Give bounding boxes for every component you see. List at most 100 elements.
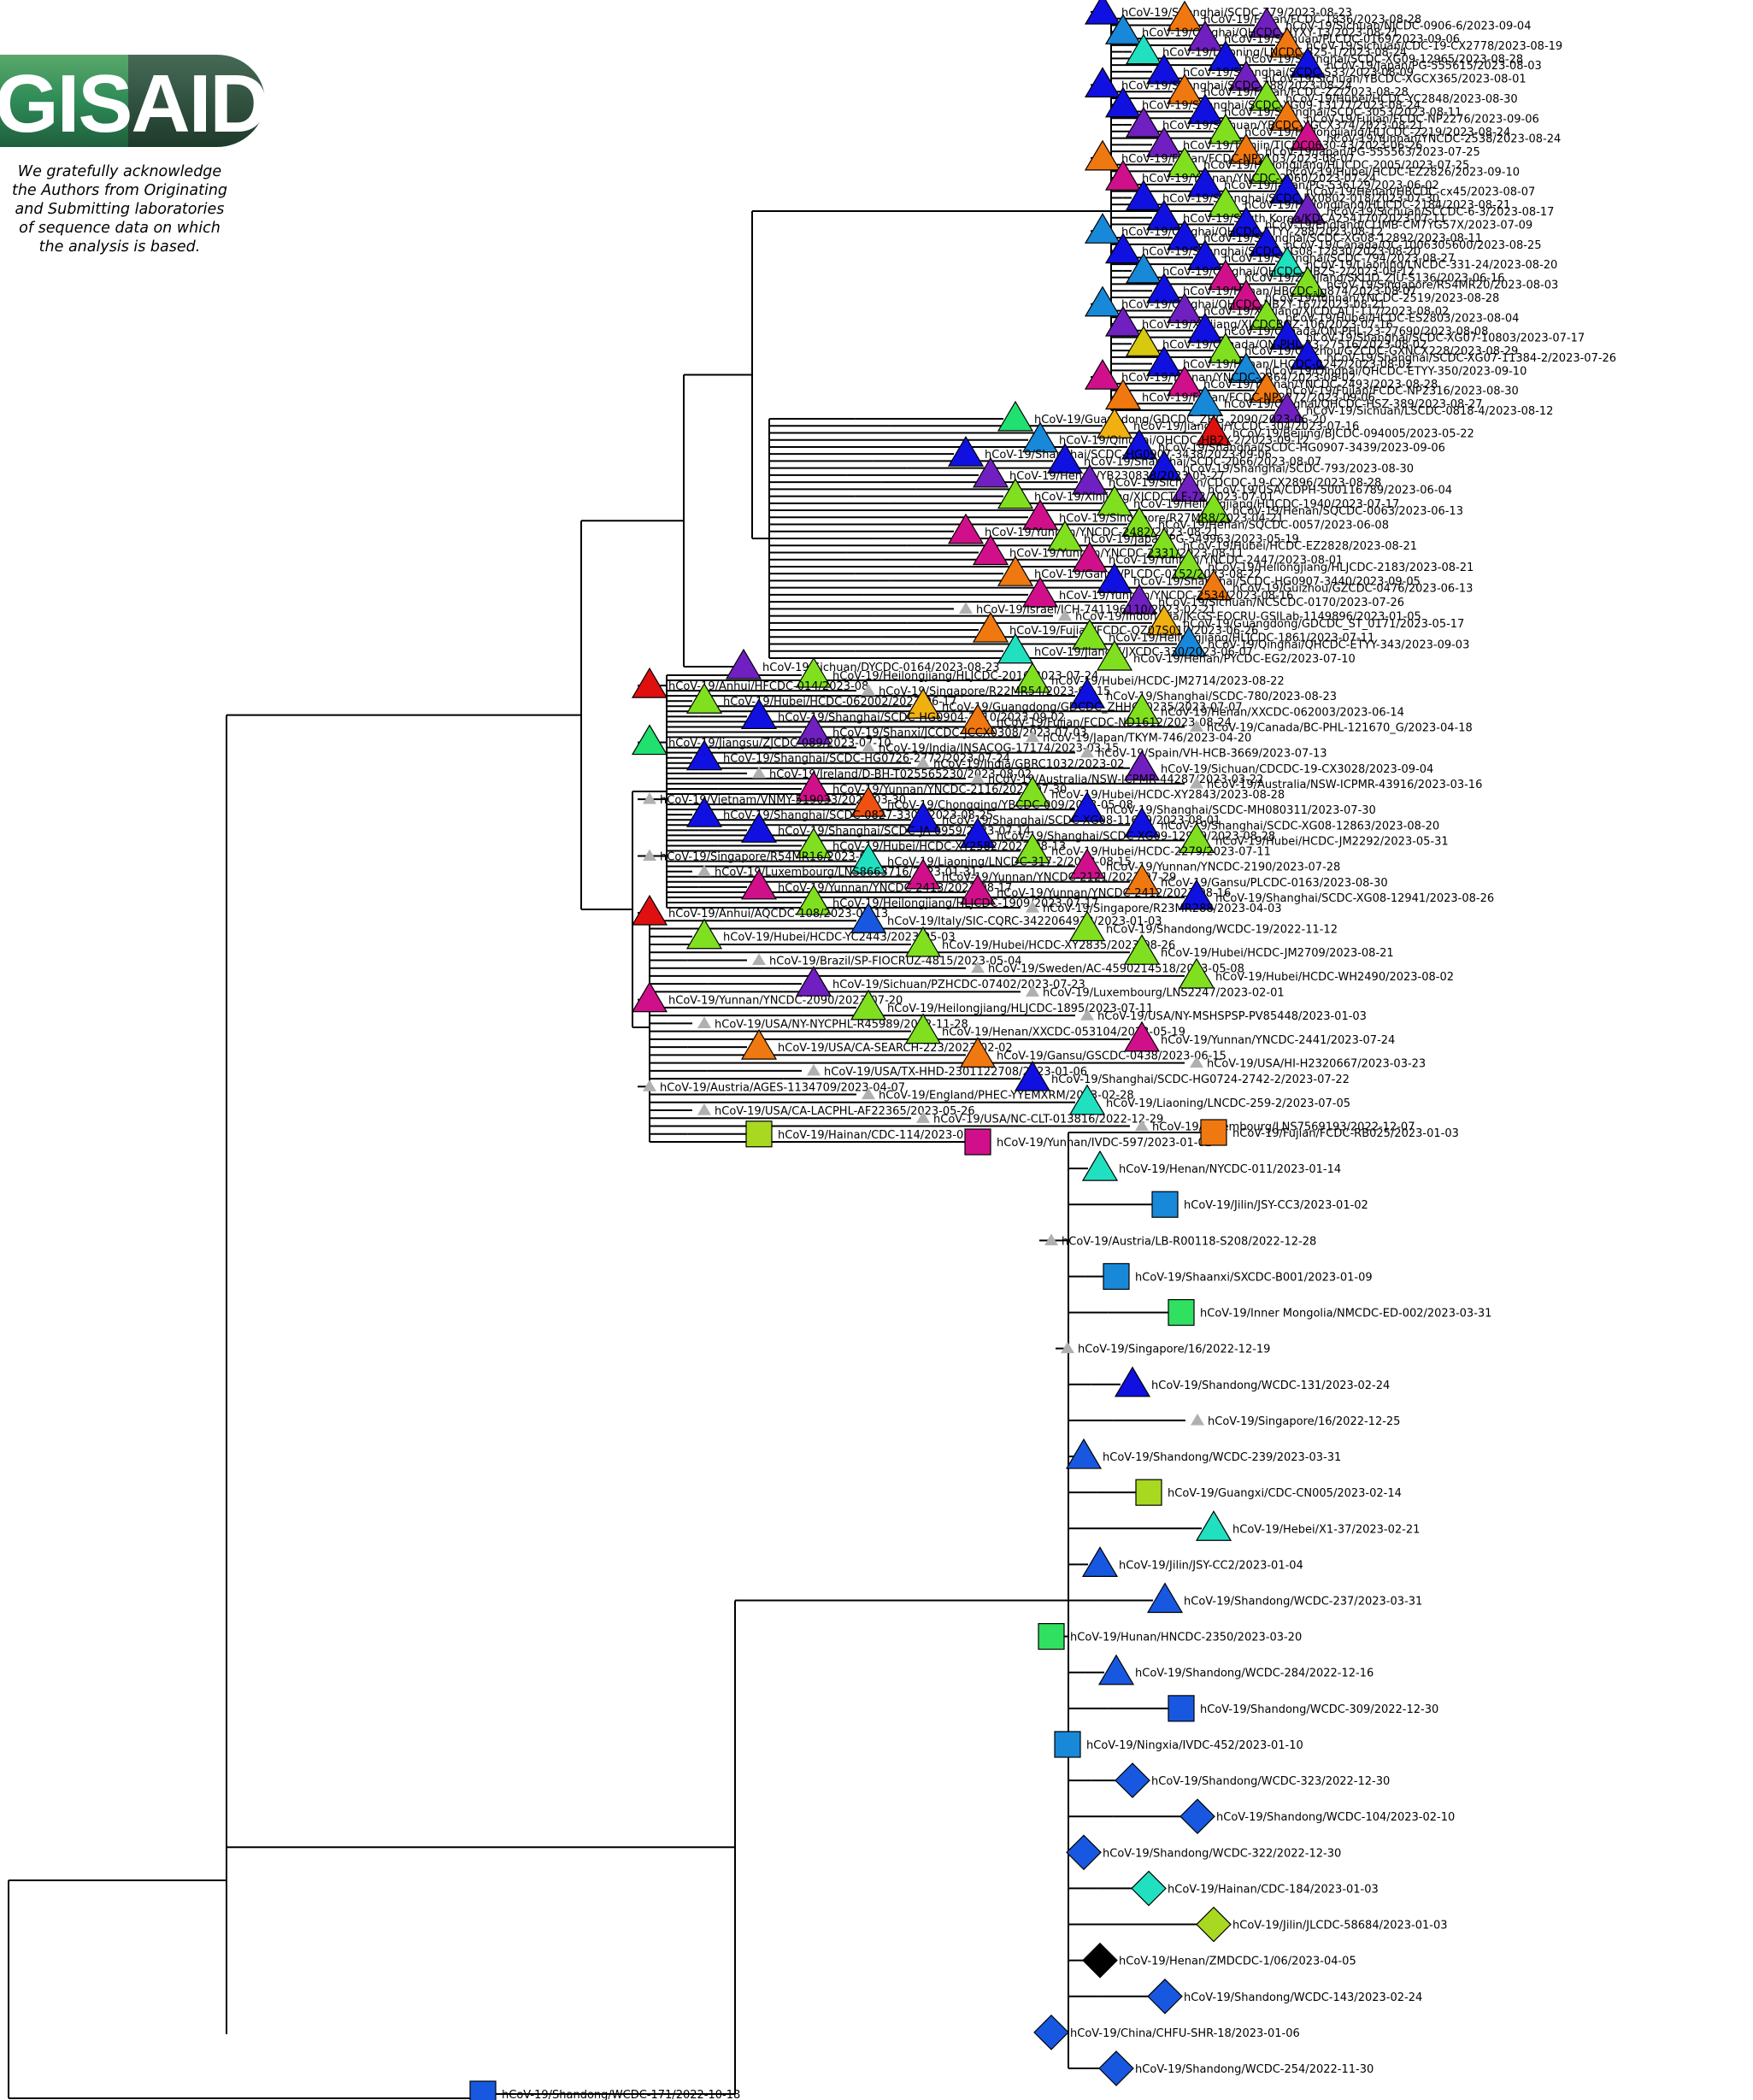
triangle-marker — [1145, 126, 1183, 157]
triangle-marker — [1026, 985, 1039, 997]
triangle-marker — [1195, 569, 1232, 601]
triangle-marker — [1248, 299, 1285, 330]
tip-label: hCoV-19/Hubei/HCDC-EZ2828/2023-08-21 — [1183, 540, 1417, 553]
triangle-marker — [1096, 639, 1133, 671]
tree-tip: hCoV-19/Hubei/HCDC-JM2292/2023-05-31 — [1178, 822, 1449, 854]
triangle-marker — [1125, 33, 1162, 65]
tip-label: hCoV-19/India/GBRC1032/2023-02 — [933, 758, 1125, 771]
triangle-marker — [697, 1103, 711, 1115]
tree-tip: hCoV-19/Fujian/FCDC-ZZ/2023-08-28 — [1166, 74, 1409, 104]
triangle-marker — [1021, 499, 1059, 530]
triangle-marker — [1227, 279, 1265, 310]
logo-text: GISAID — [0, 58, 267, 150]
triangle-marker — [1014, 775, 1051, 807]
tip-label: hCoV-19/Sweden/AC-4590214518/2023-05-08 — [988, 963, 1244, 976]
tip-label: hCoV-19/Jilin/JSY-CC3/2023-01-02 — [1184, 1199, 1368, 1212]
diamond-marker — [1082, 1942, 1118, 1979]
diamond-marker — [1033, 2015, 1069, 2050]
tree-tip: hCoV-19/Sichuan/NJCDC-0906-6/2023-09-04 — [1248, 7, 1531, 38]
tip-label: hCoV-19/Austria/LB-R00118-S208/2022-12-2… — [1062, 1235, 1316, 1248]
triangle-marker — [1145, 273, 1183, 303]
tree-tip: hCoV-19/Jilin/JLCDC-58684/2023-01-03 — [1196, 1906, 1448, 1943]
tip-label: hCoV-19/Luxembourg/LNS2247/2023-02-01 — [1043, 986, 1285, 999]
triangle-marker — [1268, 26, 1306, 58]
tip-label: hCoV-19/Guangxi/CDC-CN005/2023-02-14 — [1168, 1487, 1402, 1500]
triangle-marker — [1014, 662, 1051, 693]
tree-tip: hCoV-19/Shandong/WCDC-171/2022-10-18 — [469, 2080, 740, 2100]
square-marker — [469, 2080, 497, 2100]
tree-tip: hCoV-19/Henan/ZMDCDC-1/06/2023-04-05 — [1082, 1942, 1356, 1979]
square-marker — [964, 1128, 991, 1156]
ack-line: the Authors from Originating — [11, 182, 228, 199]
triangle-marker — [1145, 345, 1183, 377]
tip-label: hCoV-19/Hainan/CDC-114/2023-01-24 — [778, 1129, 989, 1142]
square-marker — [1103, 1262, 1130, 1291]
logo-right-panel — [128, 55, 265, 147]
triangle-marker — [795, 714, 832, 745]
tip-label: hCoV-19/USA/TX-HHD-2301122708/2023-01-06 — [824, 1066, 1087, 1079]
tip-label: hCoV-19/Henan/ZMDCDC-1/06/2023-04-05 — [1119, 1956, 1356, 1968]
tip-label: hCoV-19/Shanghai/SCDC-793/2023-08-30 — [1183, 463, 1414, 476]
triangle-marker — [1104, 305, 1142, 337]
tree-tip: hCoV-19/Hainan/CDC-114/2023-01-24 — [745, 1121, 989, 1148]
tree-tip: hCoV-19/Yunnan/YNCDC-2447/2023-08-01 — [1071, 541, 1343, 573]
triangle-marker — [997, 632, 1034, 664]
tip-label: hCoV-19/Guangdong/GDCDC_ST_0171/2023-05-… — [1183, 618, 1464, 631]
triangle-marker — [1104, 86, 1142, 118]
tree-tip: hCoV-19/Guangdong/GDCDC_ZHHG_0235/2023-0… — [904, 688, 1243, 719]
triangle-marker — [904, 858, 942, 890]
tree-tip: hCoV-19/Shandong/WCDC-143/2023-02-24 — [1147, 1978, 1422, 2015]
tip-label: hCoV-19/USA/HI-H2320667/2023-03-23 — [1207, 1058, 1426, 1071]
tree-tip: hCoV-19/Shandong/WCDC-237/2023-03-31 — [1146, 1582, 1422, 1614]
triangle-marker — [1044, 1233, 1058, 1245]
triangle-marker — [1068, 677, 1106, 709]
tip-label: hCoV-19/Gansu/PLCDC-0163/2023-08-30 — [1161, 877, 1388, 890]
triangle-marker — [1289, 192, 1327, 224]
triangle-marker — [1071, 619, 1109, 650]
tip-label: hCoV-19/Shandong/WCDC-309/2022-12-30 — [1200, 1703, 1438, 1716]
tip-label: hCoV-19/Sichuan/CDCDC-19-CX2896/2023-08-… — [1109, 477, 1381, 490]
triangle-marker — [795, 965, 832, 997]
tip-label: hCoV-19/Shandong/WCDC-143/2023-02-24 — [1184, 1991, 1422, 2004]
triangle-marker — [1191, 1413, 1204, 1426]
tip-label: hCoV-19/Shandong/WCDC-104/2023-02-10 — [1216, 1811, 1455, 1824]
tip-label: hCoV-19/Henan/YB230838/2023-05-27 — [1009, 470, 1225, 483]
tip-label: hCoV-19/Shandong/WCDC-323/2022-12-30 — [1151, 1775, 1390, 1788]
triangle-marker — [631, 981, 668, 1013]
triangle-marker — [1146, 1582, 1184, 1614]
tip-label: hCoV-19/Jilin/JSY-CC2/2023-01-04 — [1119, 1559, 1303, 1572]
tip-label: hCoV-19/Vietnam/VNMY-519033/2023-03-30 — [660, 794, 906, 807]
triangle-marker — [1135, 1119, 1149, 1132]
tip-label: hCoV-19/Yunnan/YNCDC-2534/2023-08-16 — [1059, 590, 1293, 603]
tip-label: hCoV-19/Shanxi/JCCDC-JCCX0308/2023-07-03 — [832, 726, 1087, 739]
tip-label: hCoV-19/Spain/VH-HCB-3669/2023-07-13 — [1097, 748, 1327, 761]
triangle-marker — [685, 683, 723, 714]
tree-tip: hCoV-19/Shandong/WCDC-104/2023-02-10 — [1179, 1798, 1455, 1835]
triangle-marker — [1186, 239, 1224, 270]
tree-tip: hCoV-19/Hubei/HCDC-WH2490/2023-08-02 — [1178, 957, 1454, 989]
tip-label: hCoV-19/Anhui/AQCDC-108/2023-07-13 — [668, 908, 888, 921]
triangle-marker — [1207, 113, 1244, 144]
tree-tip: hCoV-19/Shandong/WCDC-323/2022-12-30 — [1115, 1762, 1390, 1798]
tree-tip: hCoV-19/Shandong/WCDC-254/2022-11-30 — [1098, 2050, 1374, 2086]
tip-label: hCoV-19/Jilin/JLCDC-58684/2023-01-03 — [1232, 1920, 1448, 1932]
tip-label: hCoV-19/Yunnan/YNCDC-2190/2023-07-28 — [1106, 862, 1340, 874]
tip-label: hCoV-19/Shanghai/SCDC-JA-0959/2023-07-14 — [778, 825, 1031, 838]
triangle-marker — [685, 797, 723, 827]
tree-tip: hCoV-19/USA/CA-SEARCH-223/2023-02-02 — [740, 1028, 1013, 1060]
square-marker — [1054, 1731, 1081, 1758]
triangle-marker — [1021, 421, 1059, 453]
tip-label: hCoV-19/Qinghai/QHCDC-HB2Y-2/2023-09-12 — [1059, 435, 1309, 448]
tree-tip: hCoV-19/Sichuan/LSCDC-0818-4/2023-08-12 — [1268, 391, 1553, 423]
tip-label: hCoV-19/Hubei/HCDC-JM2292/2023-05-31 — [1215, 835, 1449, 848]
triangle-marker — [740, 812, 778, 843]
tree-tip: hCoV-19/USA/TX-HHD-2301122708/2023-01-06 — [807, 1063, 1087, 1079]
triangle-marker — [1104, 232, 1142, 264]
diamond-marker — [1147, 1978, 1183, 2015]
tree-tip: hCoV-19/Gansu/GSCDC-0438/2023-06-15 — [959, 1037, 1227, 1068]
triangle-marker — [740, 868, 778, 900]
tree-tip: hCoV-19/Fujian/FCDC-RB025/2023-01-03 — [1200, 1119, 1459, 1146]
tree-tip: hCoV-19/Yunnan/YNCDC-2413/2023-08-17 — [740, 868, 1012, 900]
tip-label: hCoV-19/Fujian/FCDC-RB025/2023-01-03 — [1232, 1127, 1459, 1140]
tip-label: hCoV-19/Shandong/WCDC-322/2022-12-30 — [1103, 1847, 1341, 1860]
